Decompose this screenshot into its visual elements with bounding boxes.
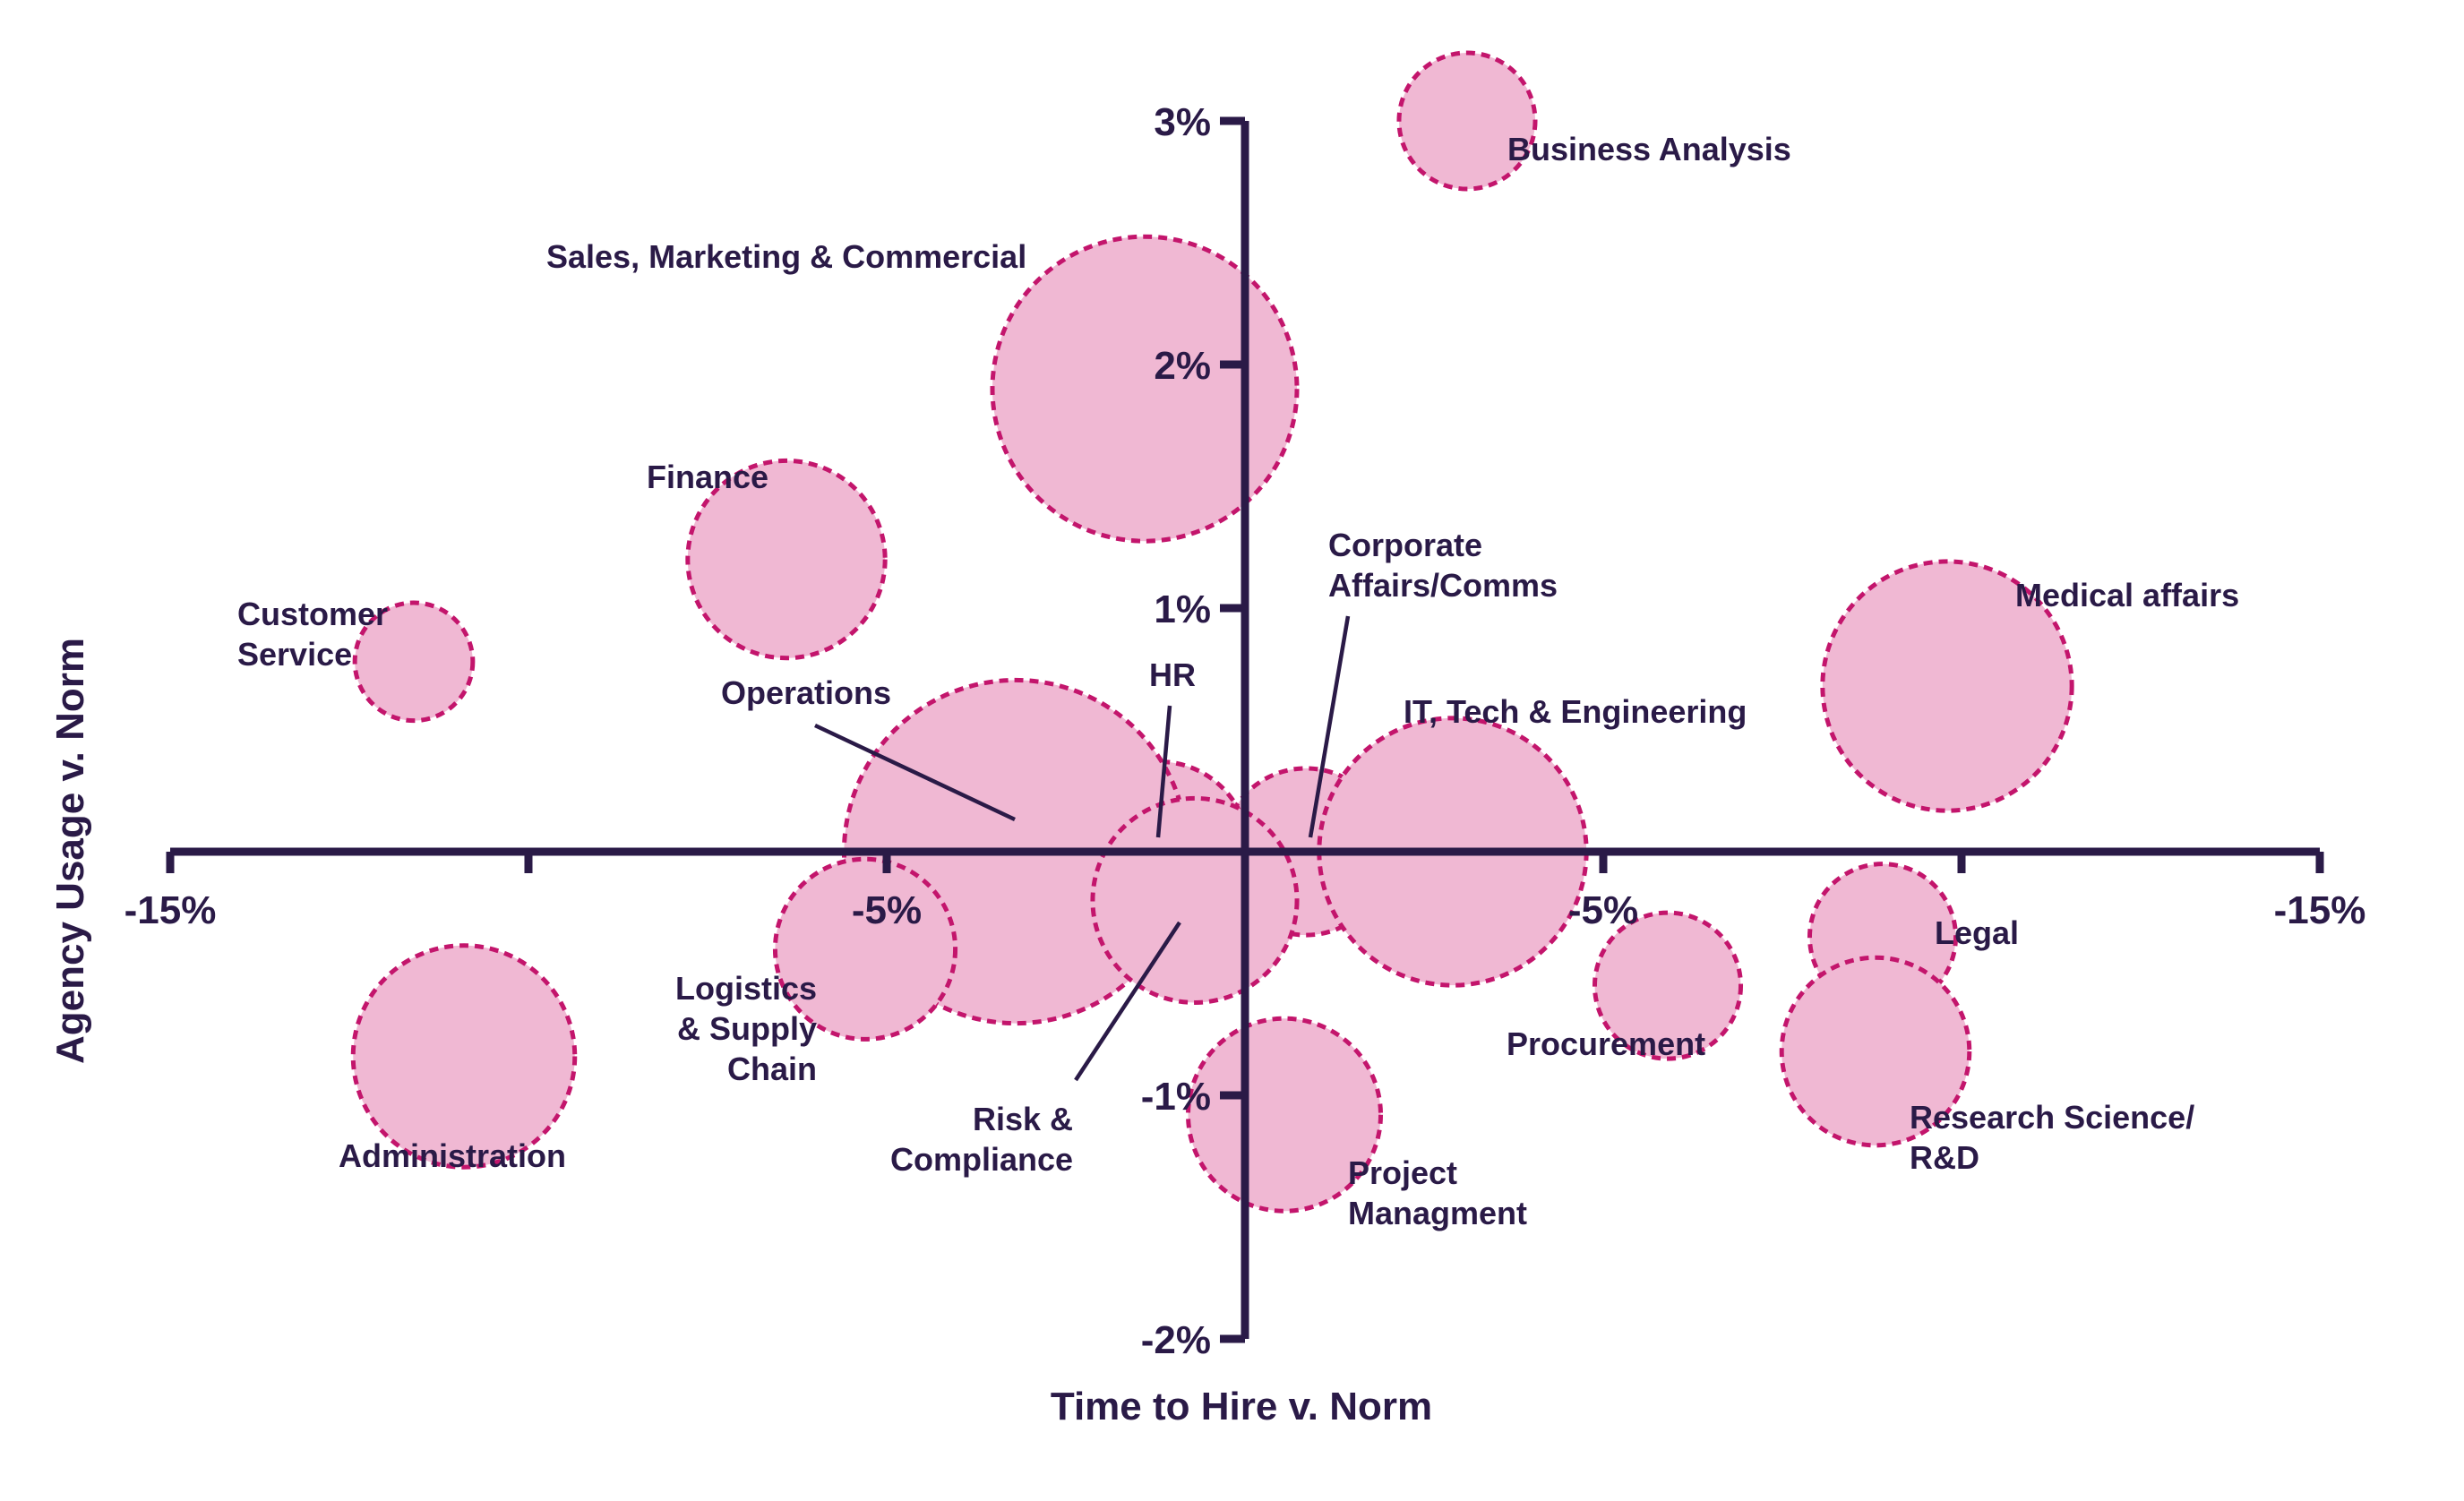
x-tick-label: -5% [1568, 888, 1638, 932]
bubble-procurement [1592, 910, 1744, 1061]
label-procurement: Procurement [1507, 1025, 1705, 1062]
y-tick-label: 1% [1154, 588, 1211, 631]
label-line: & Supply [677, 1010, 817, 1047]
label-finance: Finance [647, 459, 768, 495]
label-line: Chain [727, 1051, 817, 1087]
y-tick-label: 3% [1154, 100, 1211, 144]
y-tick-label: -1% [1141, 1075, 1211, 1119]
bubble-project-managment [1185, 1016, 1384, 1214]
x-axis-title: Time to Hire v. Norm [1051, 1385, 1432, 1428]
label-line: Medical affairs [2015, 577, 2239, 613]
label-line: Operations [721, 674, 891, 711]
bubble-research-science-r-d [1779, 955, 1972, 1148]
y-tick-label: 2% [1154, 344, 1211, 388]
bubble-administration [350, 943, 578, 1170]
label-line: Legal [1935, 914, 2019, 951]
label-medical-affairs: Medical affairs [2015, 577, 2239, 613]
label-line: Logistics [675, 970, 817, 1007]
label-hr: HR [1149, 656, 1196, 693]
bubble-finance [685, 458, 888, 661]
label-line: Procurement [1507, 1025, 1705, 1062]
y-axis-title: Agency Usage v. Norm [48, 638, 92, 1064]
label-line: Research Science/ [1910, 1099, 2194, 1136]
label-line: Affairs/Comms [1328, 567, 1558, 604]
leader-line-risk-compliance [1074, 921, 1181, 1082]
x-tick-label: -15% [124, 888, 217, 932]
leader-lines-layer [814, 615, 1351, 1082]
bubble-business-analysis [1396, 50, 1538, 192]
label-sales-marketing-commercial: Sales, Marketing & Commercial [546, 238, 1026, 275]
label-line: Sales, Marketing & Commercial [546, 238, 1026, 275]
label-research-science-rd: Research Science/R&D [1910, 1099, 2194, 1176]
label-line: IT, Tech & Engineering [1404, 693, 1747, 730]
bubble-sales-marketing-commercial [990, 234, 1300, 544]
label-line: Administration [339, 1137, 566, 1174]
label-line: Customer [237, 596, 388, 632]
label-line: Business Analysis [1507, 131, 1791, 167]
bubble-logistics-supply-chain [772, 856, 958, 1042]
axes-layer: -15% -5% -5% -15% 3% 2% 1% -1% -2% [124, 100, 2366, 1362]
bubble-customer-service [352, 600, 476, 724]
bubble-medical-affairs [1820, 559, 2074, 813]
x-tick-label: -5% [852, 888, 922, 932]
label-it-tech-engineering: IT, Tech & Engineering [1404, 693, 1747, 730]
label-administration: Administration [339, 1137, 566, 1174]
label-line: Corporate [1328, 527, 1482, 563]
leader-line-operations [814, 723, 1016, 822]
y-tick-label: -2% [1141, 1318, 1211, 1362]
x-tick-label: -15% [2274, 888, 2366, 932]
label-risk-compliance: Risk & Compliance [890, 1101, 1073, 1178]
label-line: Service [237, 636, 352, 673]
label-line: Compliance [890, 1141, 1073, 1178]
label-line: R&D [1910, 1139, 1979, 1176]
label-line: Managment [1348, 1195, 1527, 1231]
label-line: Project [1348, 1154, 1457, 1191]
label-legal: Legal [1935, 914, 2019, 951]
label-business-analysis: Business Analysis [1507, 131, 1791, 167]
bubble-risk-compliance [1090, 795, 1300, 1005]
label-line: Risk & [973, 1101, 1073, 1137]
leader-line-hr [1155, 705, 1172, 838]
leader-line-corporate-affairs-comms [1308, 615, 1351, 838]
label-line: Finance [647, 459, 768, 495]
label-operations: Operations [721, 674, 891, 711]
label-line: HR [1149, 656, 1196, 693]
bubbles-layer [350, 50, 2074, 1214]
